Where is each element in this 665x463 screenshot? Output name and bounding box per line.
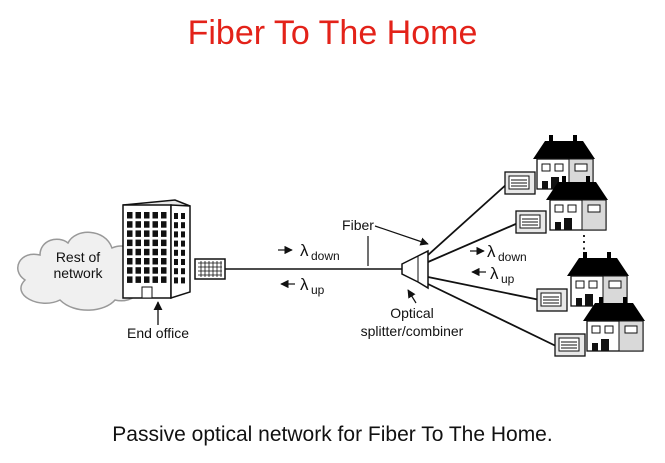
optical-splitter: [401, 249, 429, 290]
lambda-up-branch: λ up: [471, 264, 515, 286]
building-window: [181, 249, 185, 256]
building-window: [174, 222, 178, 229]
cloud-label-line1: Rest of: [56, 249, 100, 265]
building-window: [144, 239, 150, 247]
building-window: [161, 239, 167, 247]
building-window: [152, 258, 158, 265]
building-window: [161, 248, 167, 256]
building-window: [181, 259, 185, 265]
cloud-label-line2: network: [53, 265, 103, 281]
building-window: [152, 276, 158, 283]
building-window: [144, 267, 150, 274]
building-window: [135, 267, 141, 274]
building-window: [161, 276, 167, 283]
building-window: [127, 221, 133, 228]
diagram-caption: Passive optical network for Fiber To The…: [112, 423, 553, 446]
building-window: [174, 268, 178, 275]
lambda-symbol: λ: [490, 264, 499, 283]
building-window: [144, 248, 150, 256]
building-window: [127, 258, 133, 265]
building-window: [161, 230, 167, 237]
building-window: [161, 258, 167, 265]
onu-box: [536, 288, 568, 312]
house: [567, 252, 629, 307]
building-window: [144, 212, 150, 219]
house: [583, 297, 645, 352]
building-window: [181, 268, 185, 275]
lambda-down-branch: λ down: [470, 242, 527, 264]
building-window: [152, 221, 158, 228]
lambda-down-subscript: down: [311, 249, 340, 263]
house-unit: [536, 252, 629, 312]
onu-box: [504, 171, 536, 195]
building-window: [181, 222, 185, 229]
lambda-up-main: λ up: [280, 275, 325, 297]
building-window: [152, 212, 158, 219]
building-window: [181, 277, 185, 284]
house: [546, 176, 608, 231]
lambda-up-subscript: up: [501, 272, 515, 286]
building-window: [127, 212, 133, 219]
building-window: [144, 221, 150, 228]
building-window: [174, 213, 178, 219]
building-window: [135, 276, 141, 283]
building-window: [161, 267, 167, 274]
lambda-up-subscript: up: [311, 283, 325, 297]
lambda-symbol: λ: [487, 242, 496, 261]
diagram-title: Fiber To The Home: [187, 14, 478, 52]
onu-box: [515, 210, 547, 234]
building-window: [152, 248, 158, 256]
building-window: [181, 213, 185, 219]
building-window: [127, 239, 133, 247]
splitter-pointer: [407, 289, 417, 304]
fiber-pointer: [374, 225, 429, 246]
building-window: [174, 249, 178, 256]
lambda-down-main: λ down: [278, 241, 340, 263]
building-window: [135, 248, 141, 256]
building-window: [174, 240, 178, 247]
building-window: [127, 276, 133, 283]
building-window: [144, 258, 150, 265]
building-window: [181, 231, 185, 238]
building-window: [161, 212, 167, 219]
building-window: [127, 230, 133, 237]
onu-box: [554, 333, 586, 357]
splitter-label-line2: splitter/combiner: [361, 323, 464, 339]
building-window: [127, 267, 133, 274]
house-unit: [515, 176, 608, 234]
building-window: [135, 239, 141, 247]
lambda-symbol: λ: [300, 275, 309, 294]
building-window: [152, 267, 158, 274]
building-window: [181, 240, 185, 247]
office-equipment-box: [194, 258, 226, 280]
building-window: [174, 259, 178, 265]
end-office-building: [122, 199, 191, 300]
branch-fibers: [427, 182, 559, 348]
building-window: [161, 221, 167, 228]
building-window: [144, 230, 150, 237]
building-window: [135, 212, 141, 219]
lambda-down-subscript: down: [498, 250, 527, 264]
more-houses-ellipsis: ⋮: [575, 232, 593, 252]
lambda-symbol: λ: [300, 241, 309, 260]
building-window: [174, 231, 178, 238]
building-window: [152, 230, 158, 237]
end-office-label: End office: [127, 325, 189, 341]
splitter-label-line1: Optical: [390, 305, 434, 321]
building-window: [152, 239, 158, 247]
building-window: [135, 221, 141, 228]
building-window: [144, 276, 150, 283]
building-window: [127, 248, 133, 256]
fiber-label: Fiber: [342, 217, 374, 233]
building-windows: [127, 212, 185, 284]
building-window: [135, 230, 141, 237]
houses-group: [504, 135, 645, 357]
building-window: [135, 258, 141, 265]
building-window: [174, 277, 178, 284]
house-unit: [554, 297, 645, 357]
